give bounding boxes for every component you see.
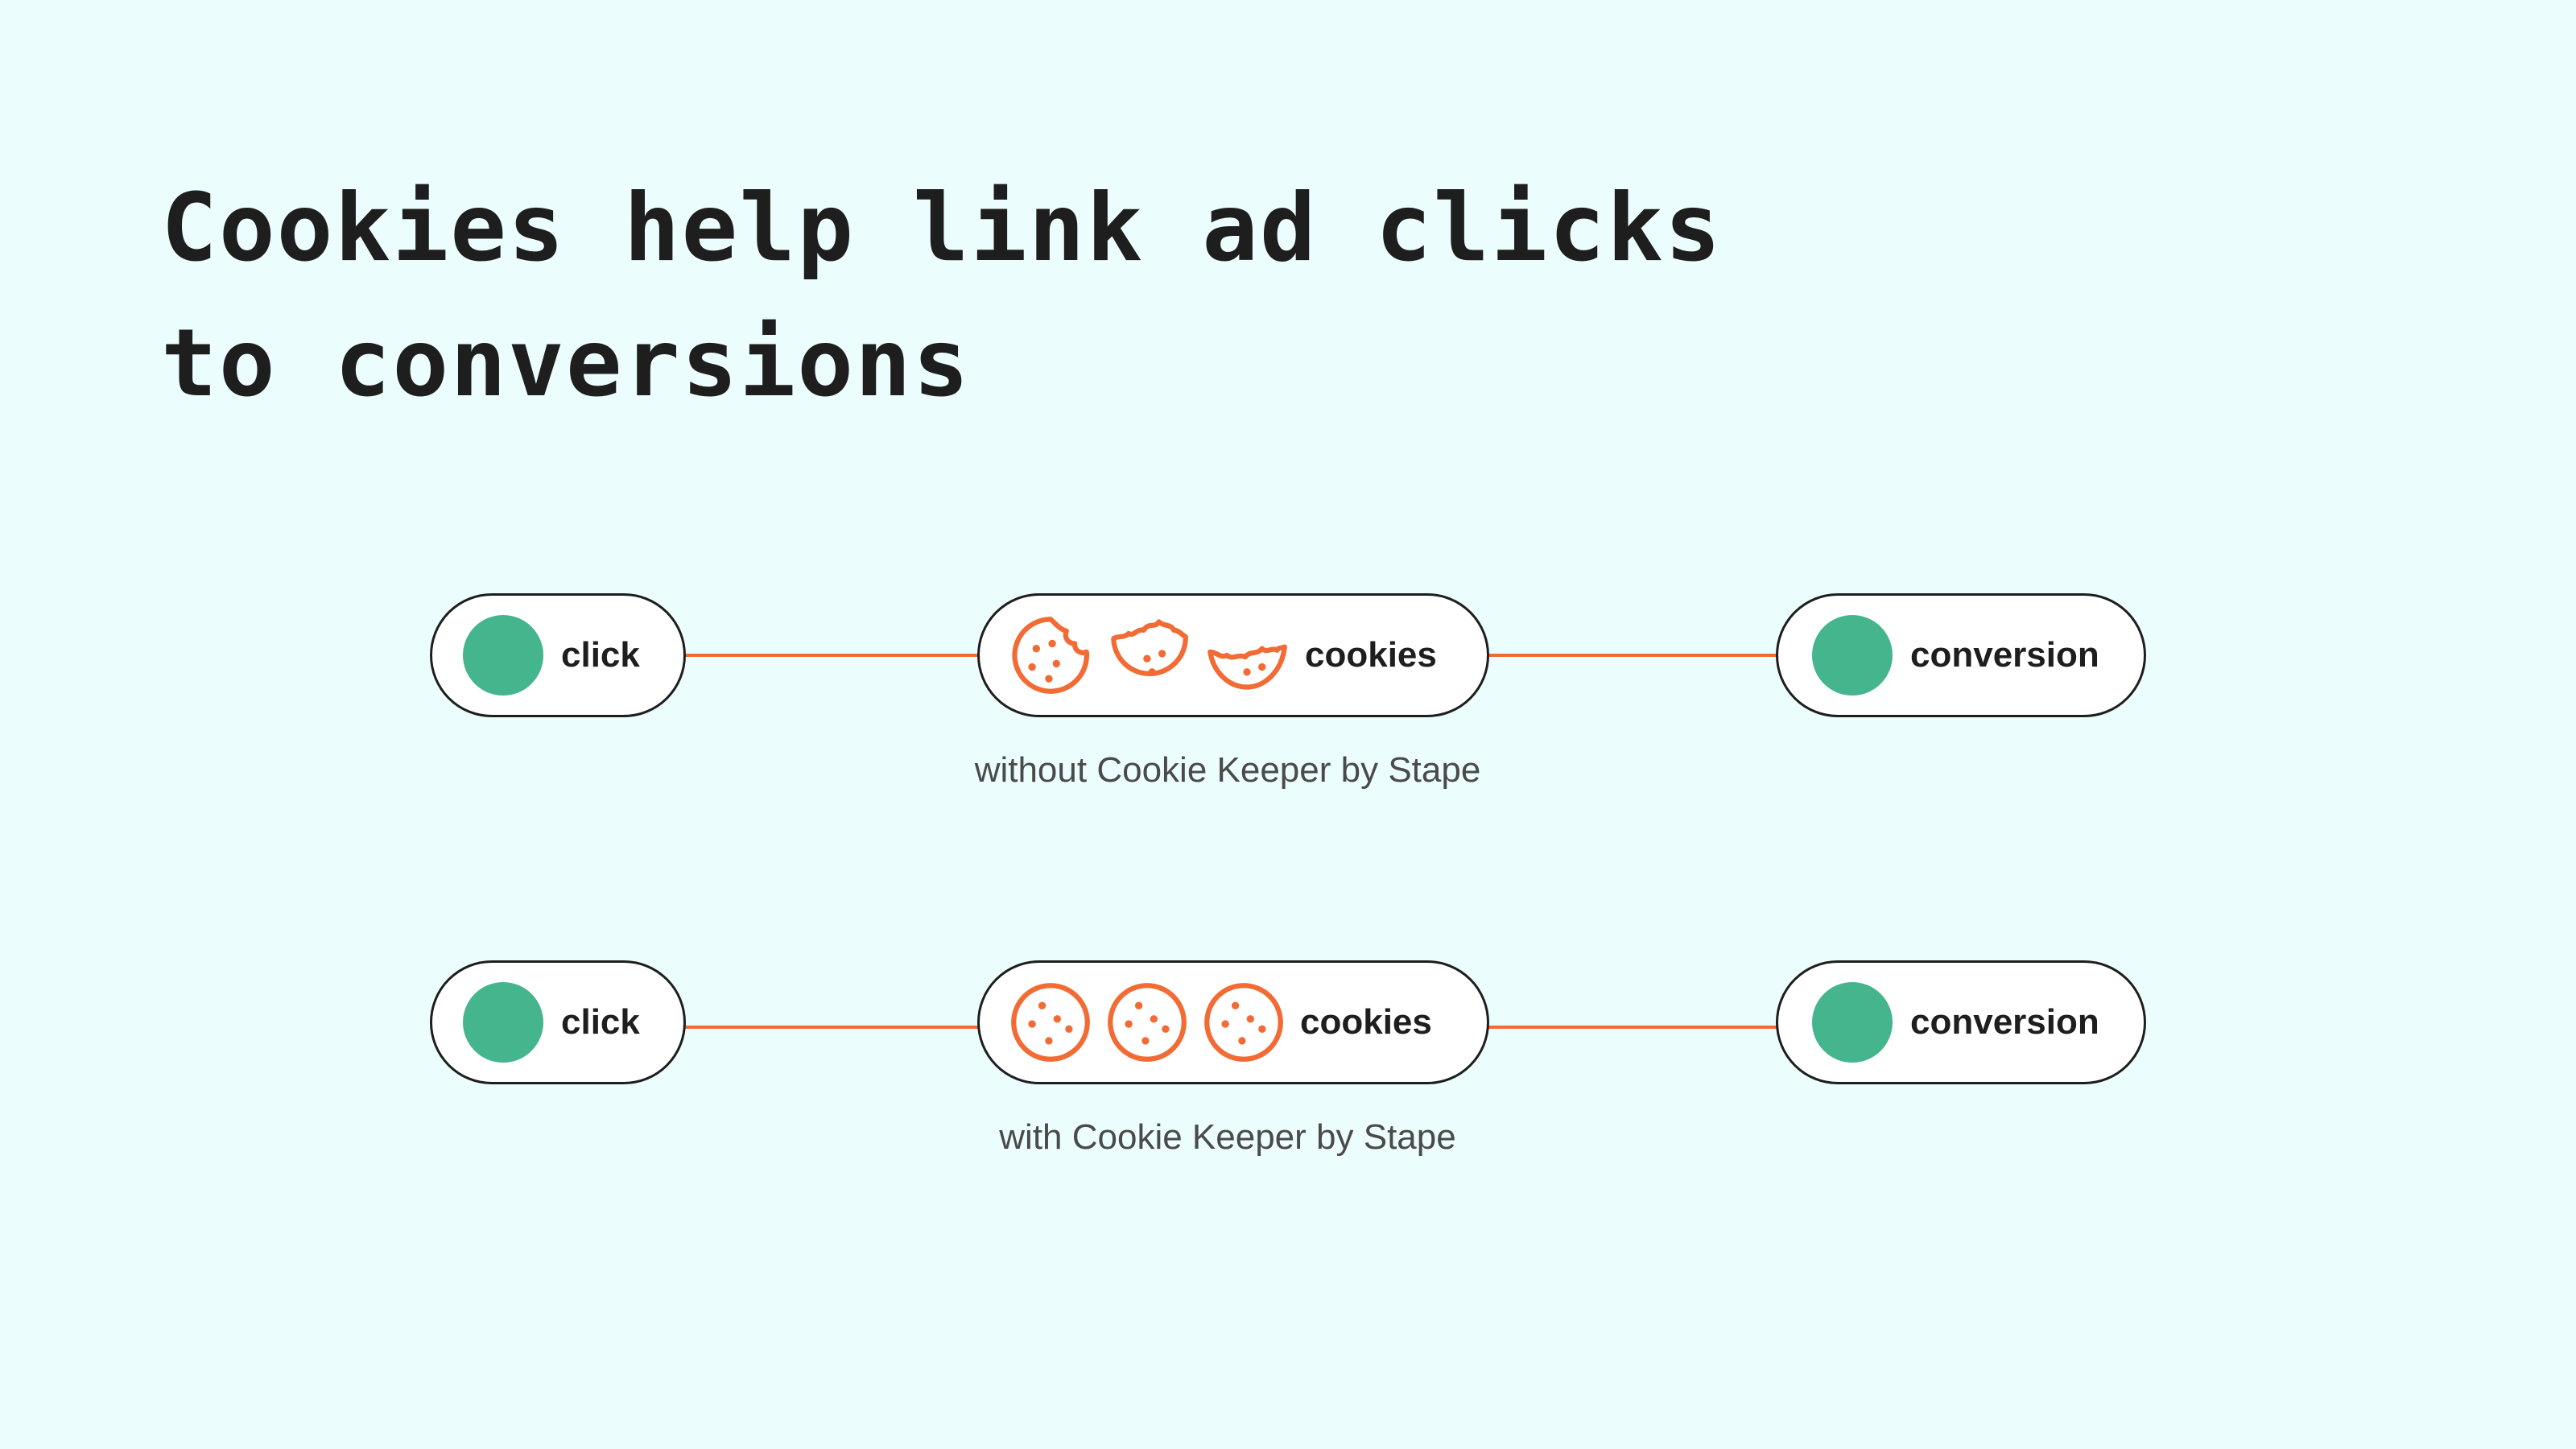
half-eaten-cookie-icon	[1111, 619, 1188, 676]
connector-click-cookies	[683, 1026, 979, 1029]
title-line-1: Cookies help link ad clicks	[161, 174, 1723, 283]
conversion-label: conversion	[1910, 635, 2099, 675]
cookies-node: cookies	[977, 593, 1489, 717]
connector-click-cookies	[683, 654, 979, 657]
cookies-label: cookies	[1305, 635, 1437, 675]
whole-cookie-icon	[1204, 983, 1283, 1062]
connector-cookies-conversion	[1486, 1026, 1779, 1029]
bitten-cookie-icon	[1012, 617, 1090, 694]
caption-without: without Cookie Keeper by Stape	[974, 750, 1481, 790]
title-line-2: to conversions	[161, 309, 971, 418]
conversion-dot-icon	[1812, 982, 1893, 1063]
click-node: click	[430, 593, 686, 717]
conversion-label: conversion	[1910, 1002, 2099, 1042]
conversion-node: conversion	[1776, 593, 2146, 717]
click-node: click	[430, 960, 686, 1084]
caption-with: with Cookie Keeper by Stape	[999, 1117, 1456, 1157]
connector-cookies-conversion	[1486, 654, 1779, 657]
conversion-node: conversion	[1776, 960, 2146, 1084]
whole-cookie-icon	[1108, 983, 1187, 1062]
click-label: click	[561, 1002, 640, 1042]
cookies-node: cookies	[977, 960, 1489, 1084]
crumb-cookie-icon	[1208, 644, 1287, 690]
whole-cookie-icon	[1011, 983, 1090, 1062]
cookies-label: cookies	[1300, 1002, 1432, 1042]
click-label: click	[561, 635, 640, 675]
conversion-dot-icon	[1812, 615, 1893, 696]
click-dot-icon	[463, 615, 543, 696]
page-title: Cookies help link ad clicks to conversio…	[161, 161, 2093, 431]
click-dot-icon	[463, 982, 543, 1063]
